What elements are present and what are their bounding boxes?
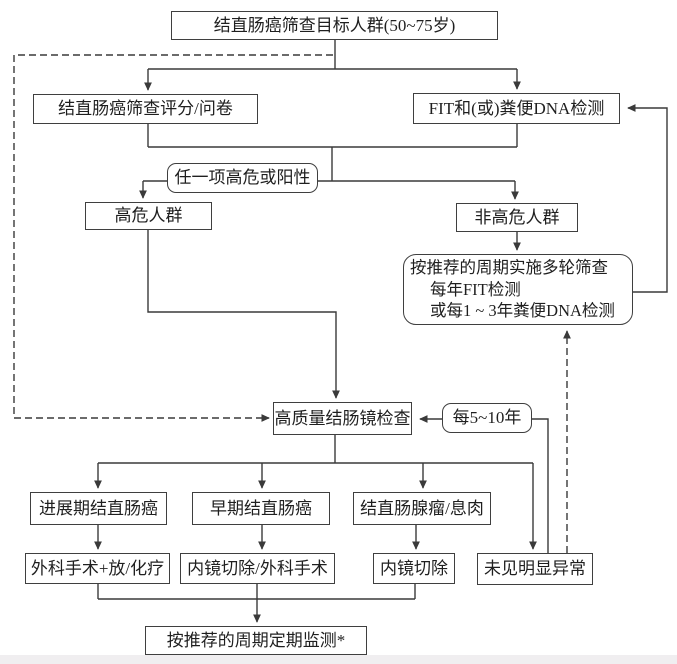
node-periodic-monitoring: 按推荐的周期定期监测* <box>145 626 367 655</box>
node-no-abnormality: 未见明显异常 <box>477 553 593 585</box>
node-fit-dna-test: FIT和(或)粪便DNA检测 <box>413 93 620 124</box>
node-early-crc: 早期结直肠癌 <box>192 492 330 525</box>
node-score-questionnaire: 结直肠癌筛查评分/问卷 <box>33 94 258 124</box>
node-advanced-crc: 进展期结直肠癌 <box>30 492 167 525</box>
node-high-risk-group: 高危人群 <box>85 202 212 230</box>
node-multi-round-screening: 按推荐的周期实施多轮筛查 每年FIT检测 或每1 ~ 3年粪便DNA检测 <box>403 254 633 325</box>
node-every-5-10-years: 每5~10年 <box>442 403 532 433</box>
node-any-high-or-positive: 任一项高危或阳性 <box>167 163 318 193</box>
node-surgery-radio-chemo: 外科手术+放/化疗 <box>25 553 170 584</box>
multi-round-line2: 每年FIT检测 <box>430 279 521 299</box>
node-colonoscopy: 高质量结肠镜检查 <box>273 402 412 435</box>
node-target-population: 结直肠癌筛查目标人群(50~75岁) <box>171 11 498 40</box>
multi-round-line3: 或每1 ~ 3年粪便DNA检测 <box>430 301 615 321</box>
node-adenoma-polyp: 结直肠腺瘤/息肉 <box>353 492 491 525</box>
footer-band <box>0 655 677 664</box>
multi-round-line1: 按推荐的周期实施多轮筛查 <box>410 257 608 277</box>
node-non-high-risk-group: 非高危人群 <box>456 203 578 232</box>
node-endoscopic-resection: 内镜切除 <box>373 553 455 584</box>
node-endoscopic-or-surgery: 内镜切除/外科手术 <box>180 553 335 584</box>
